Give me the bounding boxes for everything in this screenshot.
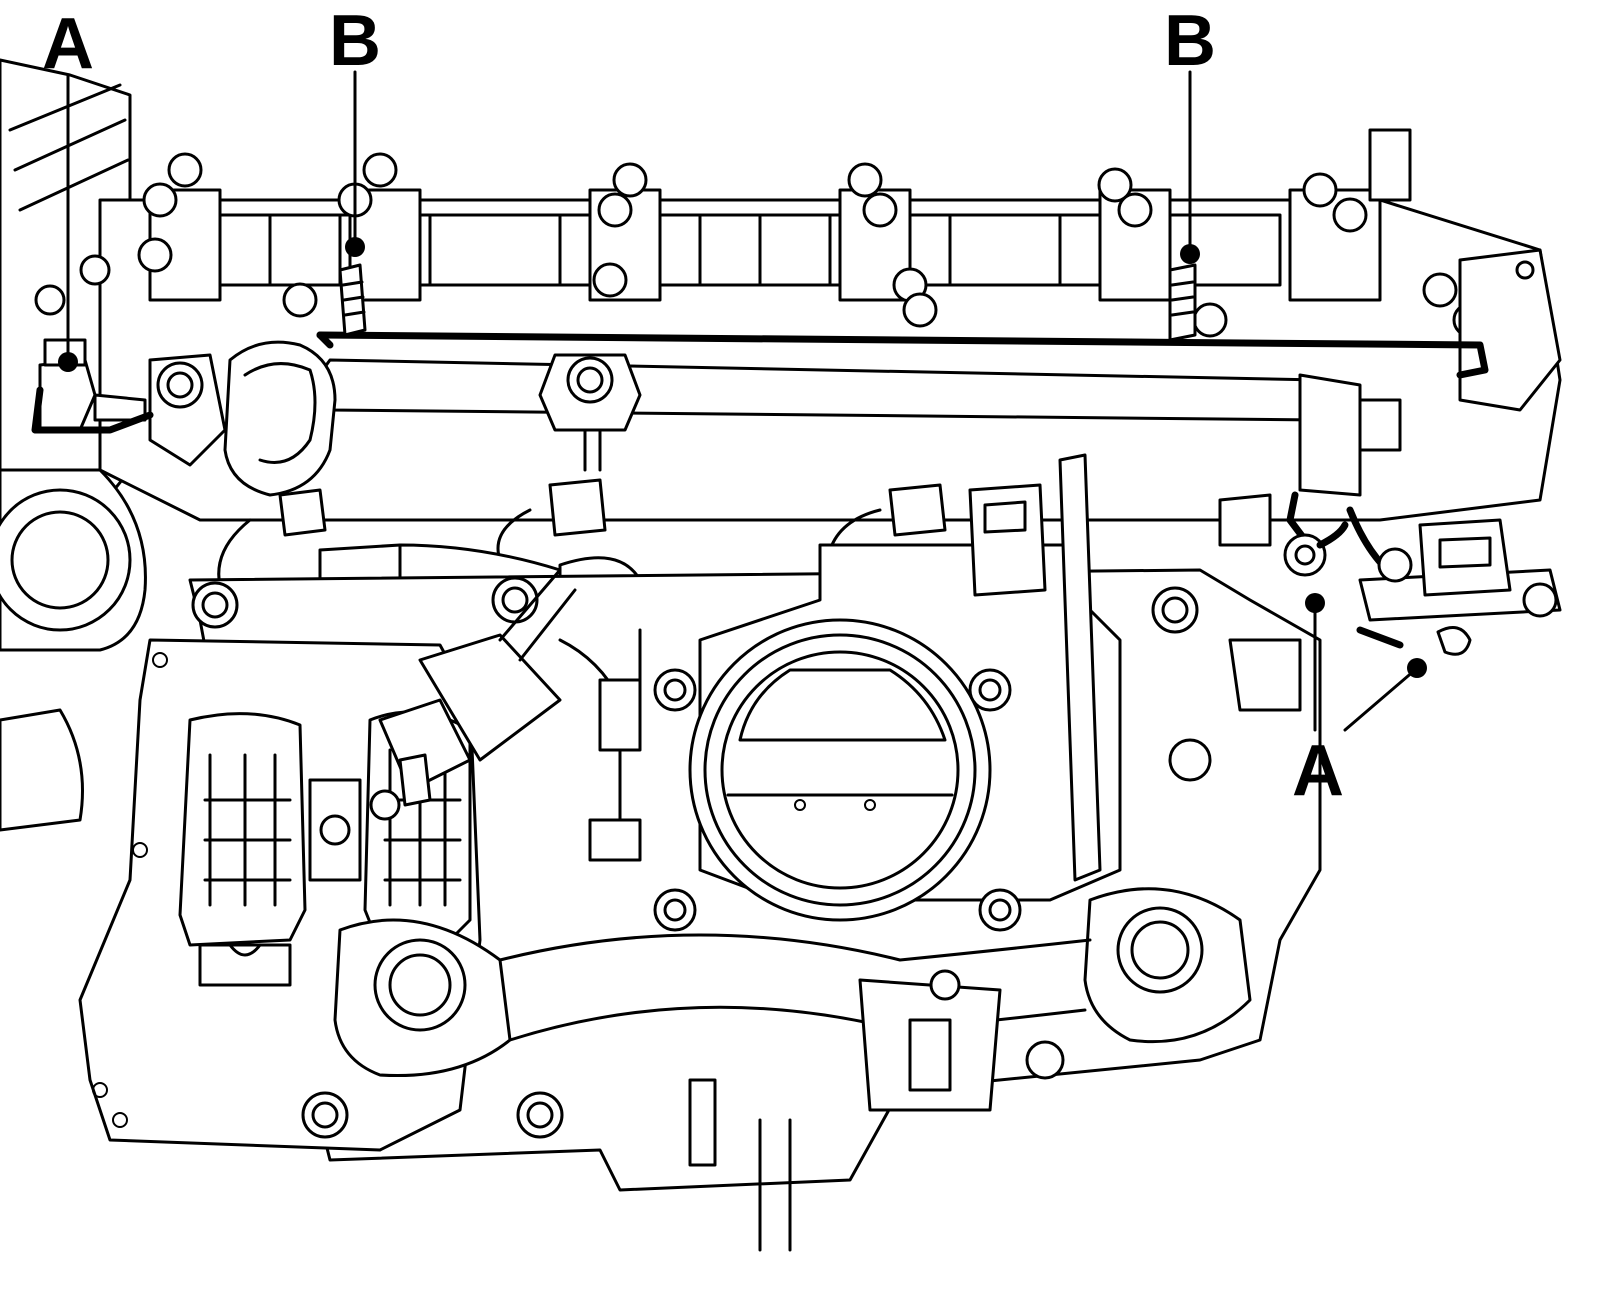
ground-ring-terminals xyxy=(1283,521,1472,656)
left-sensor-assembly xyxy=(38,338,337,497)
fuel-rail xyxy=(318,353,1402,497)
lower-flanges xyxy=(301,887,1252,1252)
leader-lines xyxy=(58,70,1427,732)
throttle-body xyxy=(653,453,1122,932)
callout-b-right: B xyxy=(1164,1,1216,81)
callout-a-right: A xyxy=(1292,731,1344,811)
injector-connectors xyxy=(217,478,1272,612)
right-bracket xyxy=(1228,518,1562,712)
callout-a-left: A xyxy=(42,4,94,84)
callout-b-left: B xyxy=(329,1,381,81)
cam-cap-bolts xyxy=(34,152,1488,338)
left-block-fragment xyxy=(0,58,147,832)
wiring-harness xyxy=(31,263,1489,584)
